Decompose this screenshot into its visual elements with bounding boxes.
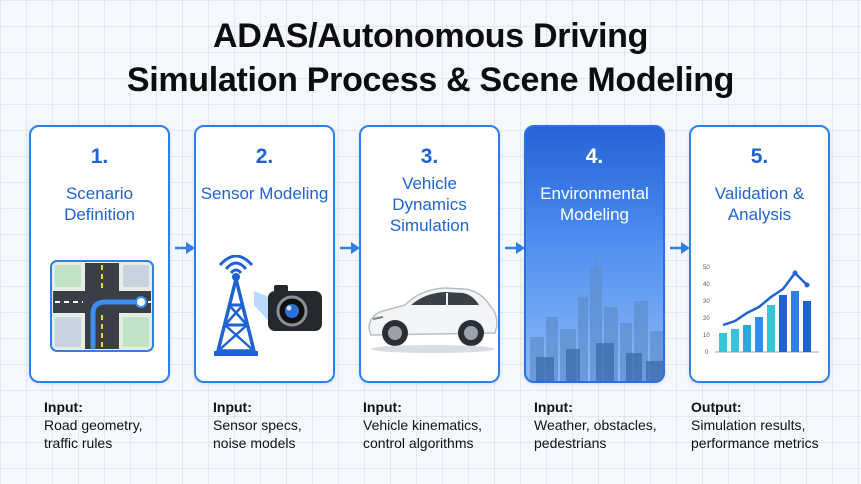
step-label: Sensor Modeling xyxy=(200,184,329,203)
step-io-5: Output: Simulation results, performance … xyxy=(691,398,841,452)
step-number: 4. xyxy=(585,145,604,168)
chart-tick-label: 0 xyxy=(705,350,709,356)
step-label: Environmental Modeling xyxy=(540,184,649,224)
io-heading: Input: xyxy=(534,399,573,415)
step-label: Vehicle Dynamics Simulation xyxy=(389,174,470,235)
step-card-sensor-modeling: 2. Sensor Modeling xyxy=(194,125,335,383)
step-number: 5. xyxy=(750,145,769,168)
step-io-1: Input: Road geometry, traffic rules xyxy=(44,398,194,452)
road-map-icon xyxy=(50,260,154,352)
step-card-scenario-definition: 1. Scenario Definition xyxy=(29,125,170,383)
io-heading: Input: xyxy=(363,399,402,415)
io-text: Simulation results, performance metrics xyxy=(691,417,819,451)
step-number: 2. xyxy=(255,145,274,168)
arrow-right-icon xyxy=(340,242,360,254)
title-line-1: ADAS/Autonomous Driving xyxy=(212,17,649,55)
arrow-right-icon xyxy=(670,242,690,254)
chart-tick-label: 40 xyxy=(703,282,710,288)
step-io-4: Input: Weather, obstacles, pedestrians xyxy=(534,398,684,452)
step-number: 3. xyxy=(420,145,439,168)
io-heading: Input: xyxy=(44,399,83,415)
io-heading: Output: xyxy=(691,399,742,415)
arrow-right-icon xyxy=(505,242,525,254)
step-label: Scenario Definition xyxy=(64,184,135,224)
io-text: Sensor specs, noise models xyxy=(213,417,302,451)
step-card-validation-analysis: 5. Validation & Analysis 50 40 30 20 10 … xyxy=(689,125,830,383)
io-text: Vehicle kinematics, control algorithms xyxy=(363,417,483,451)
radio-tower-camera-icon xyxy=(214,255,322,356)
step-label: Validation & Analysis xyxy=(714,184,805,224)
chart-tick-label: 20 xyxy=(703,316,710,322)
chart-tick-label: 10 xyxy=(703,333,710,339)
city-skyline-icon xyxy=(530,257,663,381)
io-text: Weather, obstacles, pedestrians xyxy=(534,417,657,451)
step-card-vehicle-dynamics: 3. Vehicle Dynamics Simulation xyxy=(359,125,500,383)
bar-chart-icon: 50 40 30 20 10 0 xyxy=(703,265,819,356)
arrow-right-icon xyxy=(175,242,195,254)
io-text: Road geometry, traffic rules xyxy=(44,417,143,451)
chart-tick-label: 30 xyxy=(703,299,710,305)
title-line-2: Simulation Process & Scene Modeling xyxy=(126,61,735,99)
car-icon xyxy=(368,287,498,353)
io-heading: Input: xyxy=(213,399,252,415)
step-io-2: Input: Sensor specs, noise models xyxy=(213,398,363,452)
step-io-3: Input: Vehicle kinematics, control algor… xyxy=(363,398,513,452)
step-card-environmental-modeling: 4. Environmental Modeling xyxy=(524,125,665,383)
step-number: 1. xyxy=(90,145,109,168)
diagram-title: ADAS/Autonomous Driving Simulation Proce… xyxy=(0,14,861,102)
chart-tick-label: 50 xyxy=(703,265,710,271)
